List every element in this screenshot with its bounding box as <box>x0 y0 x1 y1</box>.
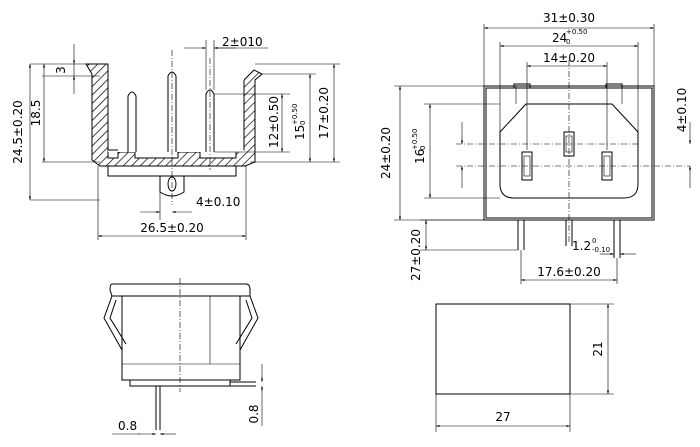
socket-opening <box>499 103 639 199</box>
svg-text:24: 24 <box>552 31 567 45</box>
dim-pin-thickness: 0.8 <box>118 419 137 433</box>
side-view: 0.8 0.8 <box>103 278 264 436</box>
front-view: 31±0.30 24 +0.50 0 14±0.20 24±0.20 16 +0… <box>379 11 692 284</box>
dim-pin-width: 1.2 0 -0.10 <box>572 237 610 254</box>
cutout-rect <box>435 303 571 395</box>
svg-text:1.2: 1.2 <box>572 239 591 253</box>
dim-pin-spacing: 2±010 <box>222 35 263 49</box>
dim-lead-length: 27±0.20 <box>409 229 423 281</box>
svg-text:16: 16 <box>413 149 427 164</box>
svg-text:0: 0 <box>566 38 570 46</box>
dim-inner-height: 18.5 <box>29 100 43 127</box>
pin-right <box>205 89 215 152</box>
dim-body-height: 17±0.20 <box>317 87 331 139</box>
dim-front-height: 24±0.20 <box>379 127 393 179</box>
side-body <box>121 295 241 381</box>
svg-text:+0.50: +0.50 <box>411 129 419 150</box>
dim-cutout-height: 21 <box>591 341 605 356</box>
svg-text:+0.50: +0.50 <box>291 104 299 125</box>
svg-text:15: 15 <box>293 125 307 140</box>
svg-text:0: 0 <box>419 146 427 150</box>
dim-pin-depth: 15 +0.50 0 <box>291 104 307 140</box>
pin-left <box>127 91 137 152</box>
svg-text:0: 0 <box>299 121 307 125</box>
dim-cutout-width: 27 <box>495 410 510 424</box>
dim-pin-height: 12±0.50 <box>267 96 281 148</box>
dim-gap-top: 3 <box>54 66 68 74</box>
panel-cutout-view: 21 27 <box>435 303 614 432</box>
dim-overall-height: 24.5±0.20 <box>11 100 25 164</box>
dim-opening-width: 24 +0.50 0 <box>552 28 587 46</box>
dim-opening-height: 16 +0.50 0 <box>411 129 427 164</box>
side-section-view: 3 24.5±0.20 18.5 2±010 12±0.50 15 +0.50 … <box>11 35 340 240</box>
svg-text:0: 0 <box>592 237 596 245</box>
dim-front-width: 31±0.30 <box>543 11 595 25</box>
dim-overall-width: 26.5±0.20 <box>140 221 204 235</box>
dim-lead-thickness: 0.8 <box>247 404 261 423</box>
dim-pin-offset-right: 4±0.10 <box>675 88 689 132</box>
svg-text:-0.10: -0.10 <box>592 246 610 254</box>
svg-text:+0.50: +0.50 <box>566 28 587 36</box>
dim-pin-pitch: 14±0.20 <box>543 51 595 65</box>
dim-pin-offset: 4±0.10 <box>196 195 240 209</box>
dim-lead-span: 17.6±0.20 <box>537 265 601 279</box>
